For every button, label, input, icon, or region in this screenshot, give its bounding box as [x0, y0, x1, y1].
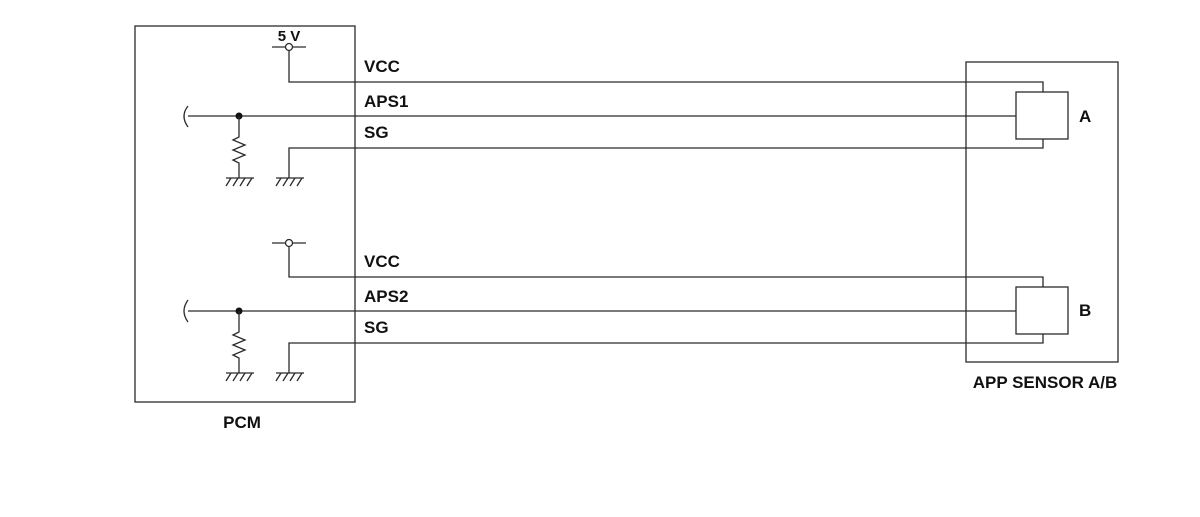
supply-voltage-label: 5 V — [278, 28, 301, 45]
circuit-a: 5 V A VCC APS1 SG — [183, 28, 1091, 187]
sensor-element-a — [1015, 91, 1069, 140]
sg-wire-b — [288, 334, 1044, 373]
app-sensor-box — [965, 61, 1119, 363]
input-curl-a — [183, 105, 189, 128]
vcc-wire-b — [288, 247, 1044, 287]
sensor-a-label: A — [1079, 107, 1091, 126]
sensor-b-label: B — [1079, 301, 1091, 320]
app-sensor-label: APP SENSOR A/B — [973, 373, 1118, 392]
pcm-box — [134, 25, 356, 403]
ground-hatch-resistor-b — [225, 372, 253, 382]
ground-hatch-sg-b — [275, 372, 303, 382]
ground-hatch-resistor-a — [225, 177, 253, 187]
vcc-label-a: VCC — [364, 57, 400, 76]
input-curl-b — [183, 299, 189, 323]
resistor-b — [231, 311, 247, 373]
supply-terminal-a — [284, 42, 294, 52]
sg-label-a: SG — [364, 123, 389, 142]
pcm-label: PCM — [223, 413, 261, 432]
aps2-label: APS2 — [364, 287, 408, 306]
aps1-label: APS1 — [364, 92, 408, 111]
supply-terminal-b — [284, 238, 294, 248]
resistor-a — [231, 116, 247, 178]
sensor-element-b — [1015, 286, 1069, 335]
vcc-wire-a — [288, 51, 1044, 92]
ground-hatch-sg-a — [275, 177, 303, 187]
sg-wire-a — [288, 139, 1044, 178]
vcc-label-b: VCC — [364, 252, 400, 271]
sg-label-b: SG — [364, 318, 389, 337]
circuit-b: B VCC APS2 SG — [183, 238, 1091, 382]
